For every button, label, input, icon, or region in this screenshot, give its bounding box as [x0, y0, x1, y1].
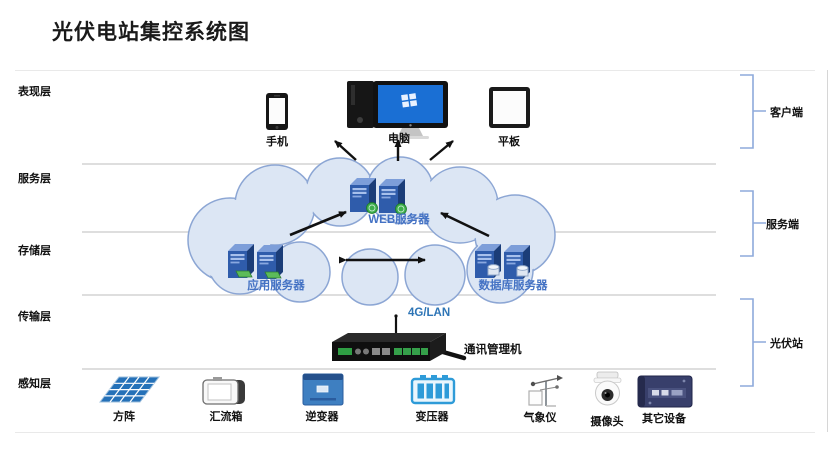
solar-array-icon	[98, 376, 161, 403]
diagram-title: 光伏电站集控系统图	[52, 21, 250, 44]
label-camera: 摄像头	[590, 416, 624, 428]
group-label-client: 客户端	[770, 107, 803, 119]
divider-service-storage	[82, 231, 716, 233]
label-web-server: WEB服务器	[368, 214, 430, 226]
label-4g-lan: 4G/LAN	[408, 307, 451, 319]
bracket-client	[740, 74, 766, 149]
label-db-server: 数据库服务器	[478, 280, 548, 292]
other-devices-icon	[637, 375, 693, 408]
layer-label-transport: 传输层	[18, 311, 51, 323]
phone-icon	[266, 93, 288, 130]
arrow-db-to-web	[440, 211, 490, 238]
label-solar-array: 方阵	[113, 411, 135, 423]
arrow-cloud-to-tablet	[429, 140, 454, 161]
divider-transport-sense	[82, 368, 716, 370]
bracket-server	[740, 190, 766, 257]
right-border-line	[827, 70, 828, 432]
label-app-server: 应用服务器	[247, 280, 305, 292]
web-server-icon	[350, 178, 407, 215]
label-comm-gateway: 通讯管理机	[464, 344, 522, 356]
weather-station-icon	[528, 375, 563, 407]
label-weather: 气象仪	[523, 412, 557, 424]
comm-gateway-icon	[332, 314, 467, 361]
bracket-station	[740, 298, 766, 387]
layer-label-storage: 存储层	[18, 245, 51, 257]
label-inverter: 逆变器	[305, 411, 339, 423]
label-combiner-box: 汇流箱	[209, 411, 243, 423]
label-phone: 手机	[266, 136, 288, 148]
label-other-devices: 其它设备	[642, 413, 686, 425]
divider-storage-transport	[82, 294, 716, 296]
layer-label-sense: 感知层	[18, 378, 51, 390]
tablet-icon	[489, 87, 530, 128]
arrow-cloud-to-phone	[334, 140, 357, 161]
group-label-server: 服务端	[766, 219, 799, 231]
label-pc: 电脑	[388, 133, 410, 145]
desktop-computer-icon	[347, 81, 448, 139]
inverter-icon	[302, 373, 344, 406]
layer-label-presentation: 表现层	[18, 86, 51, 98]
group-label-station: 光伏站	[770, 338, 803, 350]
arrow-app-to-web	[289, 210, 347, 237]
transformer-icon	[410, 375, 456, 405]
combiner-box-icon	[202, 377, 245, 405]
camera-icon	[593, 371, 622, 406]
divider-bottom	[15, 432, 815, 433]
divider-top	[15, 70, 815, 71]
layer-label-service: 服务层	[18, 173, 51, 185]
label-tablet: 平板	[498, 136, 520, 148]
app-server-icon	[228, 244, 283, 279]
label-transformer: 变压器	[415, 411, 449, 423]
database-server-icon	[475, 244, 530, 279]
